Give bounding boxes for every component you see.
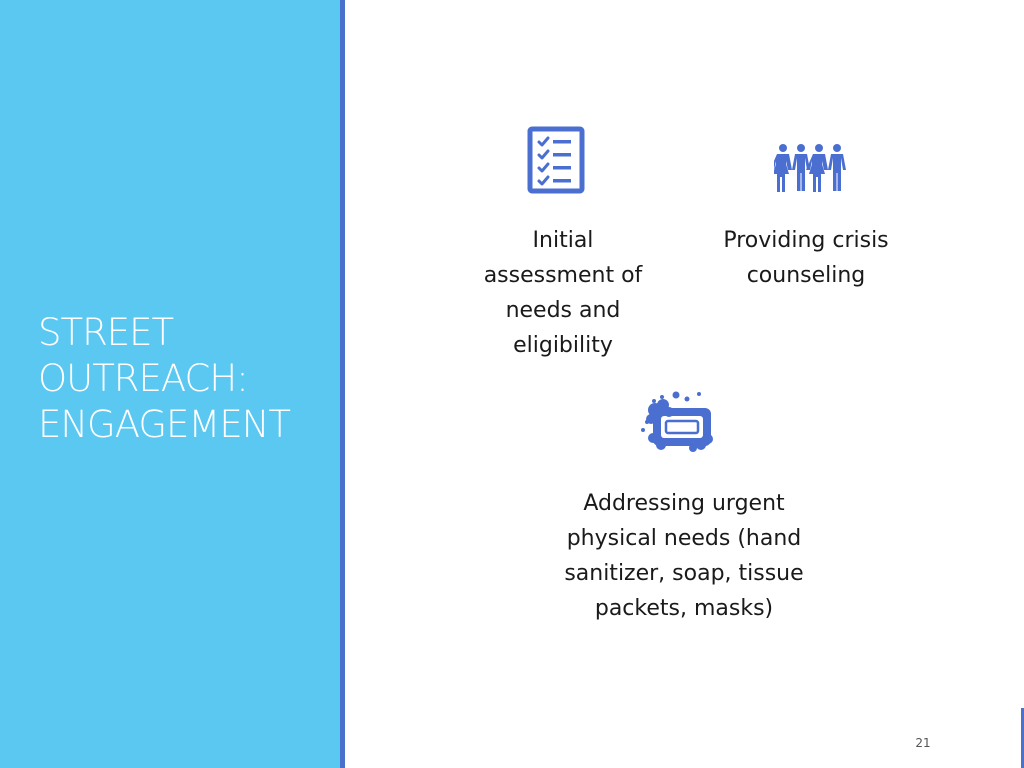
slide-title: STREET OUTREACH: ENGAGEMENT — [38, 310, 328, 448]
caption-line: Initial — [532, 228, 594, 253]
caption-line: Providing crisis — [723, 228, 889, 253]
slide-title-line: ENGAGEMENT — [38, 403, 291, 446]
caption-physical-needs: Addressing urgent physical needs (hand s… — [544, 486, 824, 626]
caption-line: needs and — [505, 298, 621, 323]
checklist-icon — [527, 126, 585, 194]
divider-bar — [340, 0, 345, 768]
title-panel — [0, 0, 340, 768]
caption-crisis-counseling: Providing crisis counseling — [696, 223, 916, 293]
caption-initial-assessment: Initial assessment of needs and eligibil… — [452, 223, 674, 363]
caption-line: Addressing urgent — [583, 491, 785, 516]
caption-line: counseling — [746, 263, 866, 288]
page-number: 21 — [915, 736, 931, 750]
slide-title-line: STREET — [38, 311, 174, 354]
caption-line: assessment of — [483, 263, 643, 288]
edge-accent — [1021, 708, 1024, 768]
caption-line: sanitizer, soap, tissue — [564, 561, 804, 586]
slide-title-line: OUTREACH: — [38, 357, 249, 400]
people-group-icon — [770, 143, 846, 193]
soap-icon — [641, 390, 717, 452]
caption-line: physical needs (hand — [566, 526, 802, 551]
caption-line: packets, masks) — [594, 596, 774, 621]
caption-line: eligibility — [513, 333, 613, 358]
